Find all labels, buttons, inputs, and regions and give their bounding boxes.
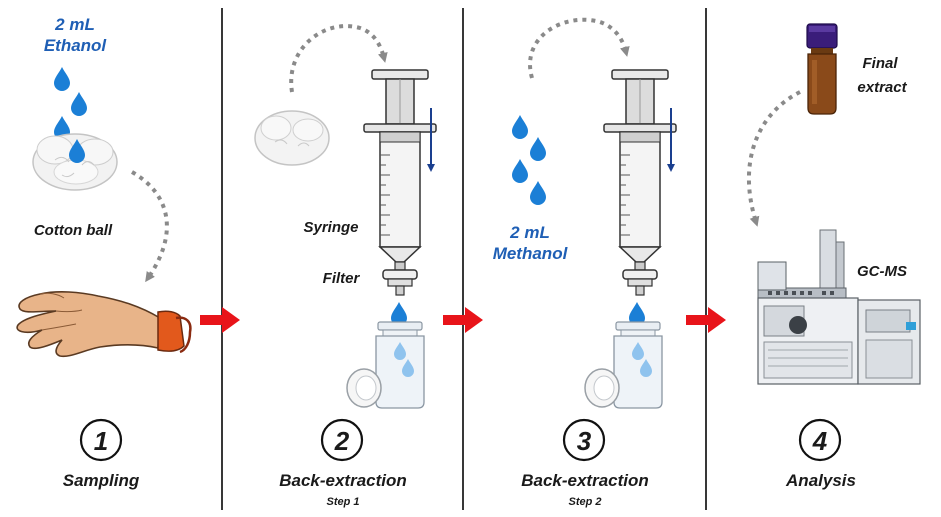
gc-ms-instrument-icon	[757, 229, 921, 385]
step-badge-1: 1	[79, 418, 123, 462]
collection-vial-icon-2	[584, 321, 663, 409]
svg-text:1: 1	[94, 426, 108, 456]
used-cotton-ball-icon	[254, 110, 330, 166]
final-extract-label-1: Final	[862, 55, 898, 72]
step-title-3: Back-extraction	[521, 471, 649, 490]
step-badge-3: 3	[562, 418, 606, 462]
syringe-icon	[363, 69, 437, 296]
svg-text:2: 2	[334, 426, 350, 456]
step-subtitle-2: Step 1	[326, 496, 359, 508]
step-badge-4: 4	[798, 418, 842, 462]
step-title-1: Sampling	[63, 471, 140, 490]
flow-arrow-1	[200, 307, 240, 333]
cotton-ball-label: Cotton ball	[34, 222, 113, 239]
panel-back-extraction-1: Syringe Filter 2 Back-extraction Step 1	[254, 24, 437, 508]
methanol-drops-icon	[512, 115, 546, 205]
dotted-arrow-vial-to-gcms	[747, 90, 801, 227]
svg-text:3: 3	[577, 426, 592, 456]
hand-icon	[16, 291, 192, 358]
panel-back-extraction-2: 2 mL Methanol 3 Back-extraction Step 2	[493, 17, 677, 508]
panel-sampling: 2 mL Ethanol Cotton ball 1 Sampling	[16, 15, 192, 490]
flow-arrow-2	[443, 307, 483, 333]
solvent-name-label: Ethanol	[44, 36, 108, 55]
gc-ms-label: GC-MS	[857, 263, 907, 280]
methanol-name-label: Methanol	[493, 244, 569, 263]
dotted-arrow-to-hand	[131, 170, 169, 283]
step-title-4: Analysis	[785, 471, 856, 490]
step-title-2: Back-extraction	[279, 471, 407, 490]
methanol-amount-label: 2 mL	[509, 223, 550, 242]
dotted-arrow-methanol-to-syringe	[528, 17, 630, 79]
filter-label: Filter	[323, 270, 361, 287]
solvent-amount-label: 2 mL	[54, 15, 95, 34]
ethanol-drops-icon	[54, 67, 87, 140]
panel-separators	[221, 8, 707, 510]
step-badge-2: 2	[320, 418, 364, 462]
syringe-icon-2	[603, 69, 677, 296]
final-extract-vial-icon	[806, 23, 838, 115]
flow-arrows	[200, 307, 726, 333]
final-extract-label-2: extract	[857, 79, 907, 96]
panel-analysis: Final extract	[747, 23, 921, 490]
svg-text:4: 4	[812, 426, 828, 456]
step-subtitle-3: Step 2	[568, 496, 601, 508]
syringe-label: Syringe	[303, 219, 358, 236]
flow-arrow-3	[686, 307, 726, 333]
dotted-arrow-cotton-to-syringe	[289, 24, 388, 93]
collection-vial-icon	[346, 321, 425, 409]
